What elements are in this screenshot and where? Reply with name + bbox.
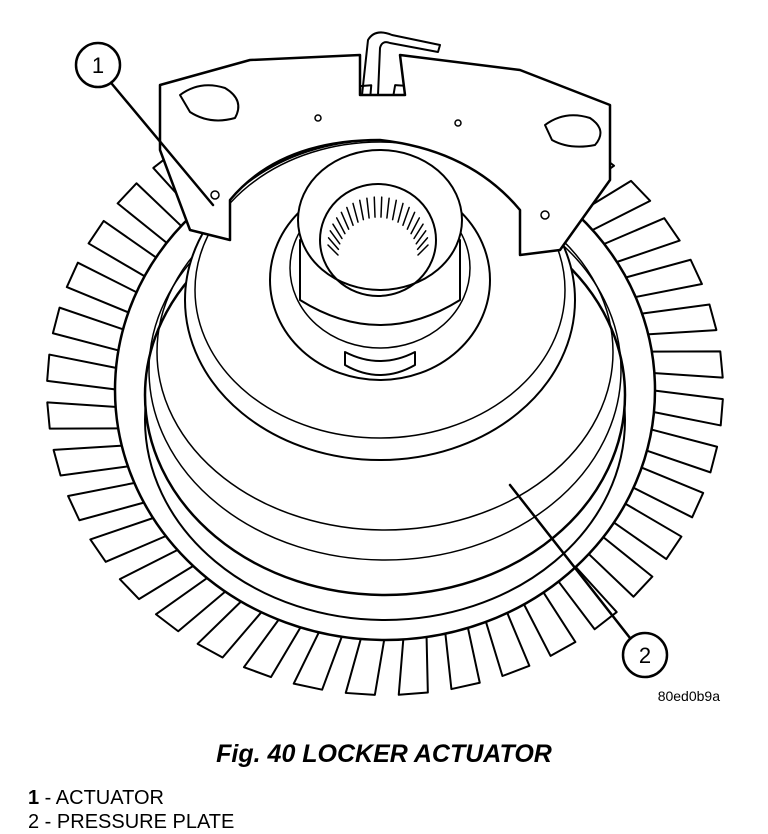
gear-tooth [598,217,681,265]
gear-tooth [242,614,305,679]
gear-tooth [87,219,162,280]
gear-tooth [648,389,724,427]
gear-tooth [645,350,724,379]
spline-line [391,199,398,221]
legend-separator: - [39,811,57,833]
spline-line [327,244,339,256]
gear-tooth [118,546,199,601]
gear-tooth [154,574,231,633]
gear-tooth [397,630,429,696]
callout-2-number: 2 [639,643,651,668]
actuator-wire [361,31,441,96]
spline-line [406,211,416,230]
gear-tooth [67,480,150,522]
spline-line [415,230,427,245]
gear-tooth [584,533,654,598]
spline-line [380,196,383,218]
callout-1-number: 1 [92,53,104,78]
spline-line [397,202,404,223]
spline-line [386,197,390,219]
legend-number: 1 [28,787,40,809]
gear-tooth [620,258,703,300]
gear-tooth [483,607,531,677]
spline-line [366,197,370,219]
gear-tooth [89,515,172,563]
spline-line [373,196,376,218]
gear-tooth [636,303,718,336]
spline-line [410,217,421,235]
spline-line [352,202,359,223]
image-code: 80ed0b9a [657,688,720,704]
gear-tooth [46,353,122,391]
spline-line [358,199,365,221]
legend-number: 2 [28,811,40,833]
gear-tooth [628,464,705,519]
gear-tooth [443,622,481,691]
legend-label: PRESSURE PLATE [56,811,235,833]
callout-2 [508,483,669,679]
hub-splines [327,196,429,256]
gear-tooth [46,401,125,430]
gear-tooth [52,444,134,477]
spline-line [416,237,429,251]
gear-tooth [65,261,142,316]
spline-line [329,230,341,245]
locker-actuator-illustration: 1 2 [46,31,724,696]
spline-line [402,206,410,227]
spline-line [346,206,354,227]
gear-tooth [344,633,386,696]
spline-line [332,223,343,240]
spline-line [413,223,424,240]
gear-tooth [51,306,129,353]
gear-tooth [196,596,266,659]
spline-line [417,244,429,256]
callout-1 [74,41,215,207]
spline-line [335,217,346,235]
gear-tooth [641,427,719,474]
gear-tooth [520,587,577,657]
actuator-bracket [158,53,612,257]
gear-tooth [292,626,345,691]
legend-item: 2 - PRESSURE PLATE [28,810,234,834]
figure-caption: Fig. 40 LOCKER ACTUATOR [216,740,552,768]
gear-tooth [571,179,652,234]
legend: 1 - ACTUATOR 2 - PRESSURE PLATE [28,786,234,834]
gear-tooth [554,562,618,631]
gear-tooth [608,500,683,561]
gear-tooth [116,182,186,247]
legend-item: 1 - ACTUATOR [28,786,234,810]
spline-line [327,237,340,251]
spline-line [340,211,350,230]
legend-label: ACTUATOR [55,787,164,809]
legend-separator: - [39,787,56,809]
